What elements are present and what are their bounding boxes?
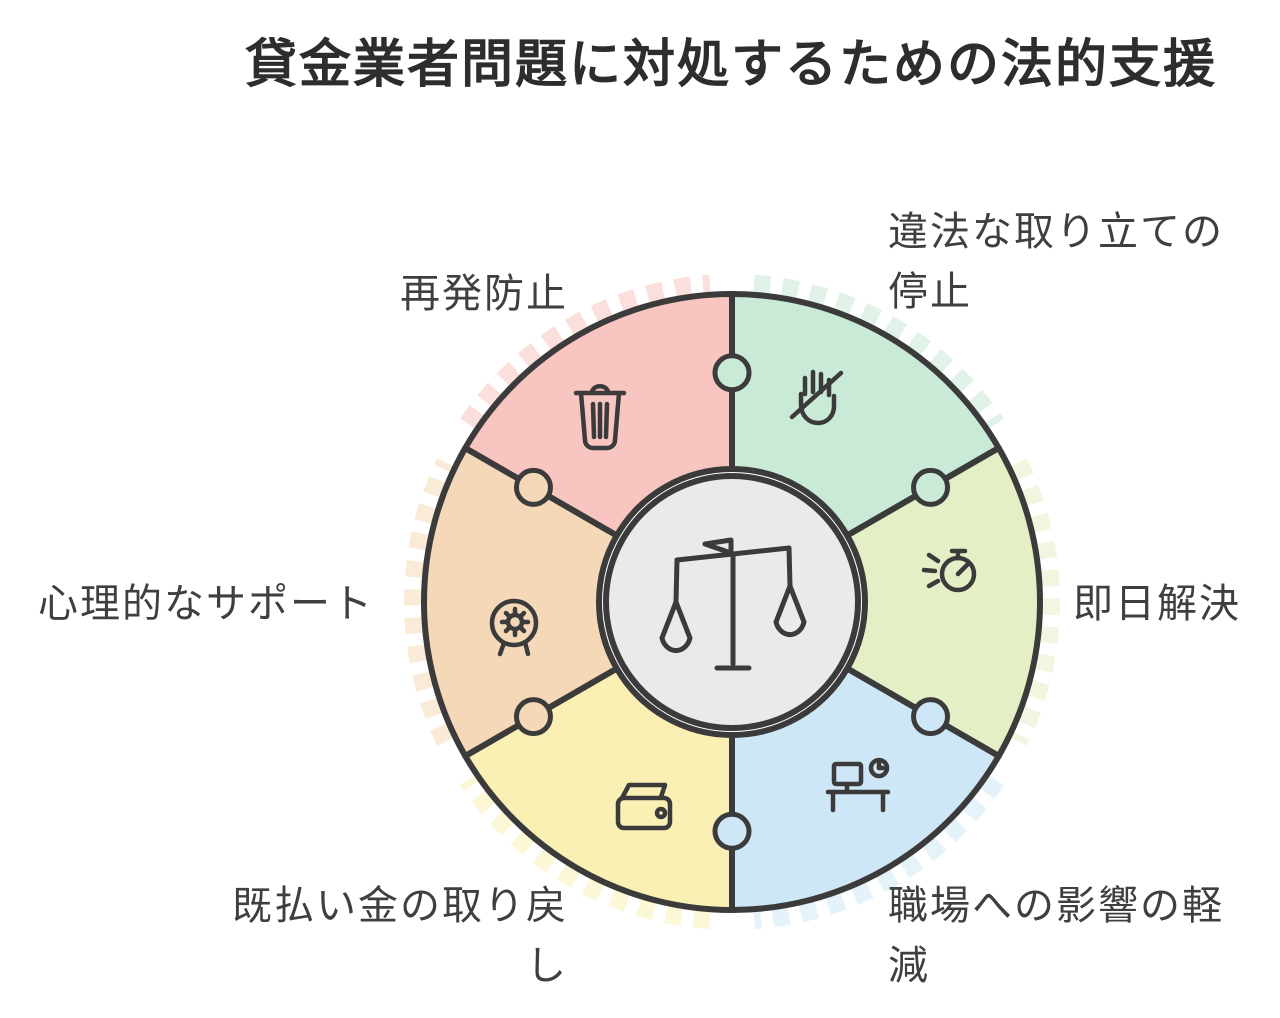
- puzzle-knob-1: [911, 467, 951, 507]
- wallet-icon: [615, 782, 673, 831]
- puzzle-knob-5: [513, 467, 553, 507]
- desk-clock-icon: [825, 757, 891, 813]
- puzzle-knob-3: [712, 811, 752, 851]
- segment-label-same-day-resolution: 即日解決: [1073, 581, 1241, 627]
- trash-icon: [573, 384, 627, 451]
- segment-label-psychological-support: 心理的なサポート: [38, 581, 374, 627]
- segment-halo-4: [404, 458, 459, 746]
- segment-halo-2: [753, 771, 1004, 930]
- ring-layer: [404, 274, 1060, 930]
- segment-1: [844, 445, 1043, 759]
- segment-halo-5: [460, 274, 711, 433]
- timer-icon: [921, 548, 977, 593]
- head-gear-icon: [489, 598, 539, 657]
- puzzle-knob-4: [513, 697, 553, 737]
- balance-scale-icon: [659, 537, 807, 671]
- stop-hand-icon: [789, 369, 844, 426]
- page-title: 貸金業者問題に対処するための法的支援: [244, 35, 1218, 95]
- segment-halo-1: [1005, 458, 1060, 746]
- segment-label-workplace-impact-reduction: 職場への影響の軽 減: [888, 883, 1224, 989]
- segment-halo-0: [753, 274, 1004, 433]
- segment-label-refund-recovery: 既払い金の取り戻 し: [232, 883, 568, 989]
- segment-halo-3: [460, 771, 711, 930]
- segment-label-stop-illegal-collection: 違法な取り立ての 停止: [888, 209, 1224, 315]
- segment-label-recurrence-prevention: 再発防止: [400, 271, 568, 317]
- puzzle-knob-2: [911, 697, 951, 737]
- puzzle-knob-0: [712, 353, 752, 393]
